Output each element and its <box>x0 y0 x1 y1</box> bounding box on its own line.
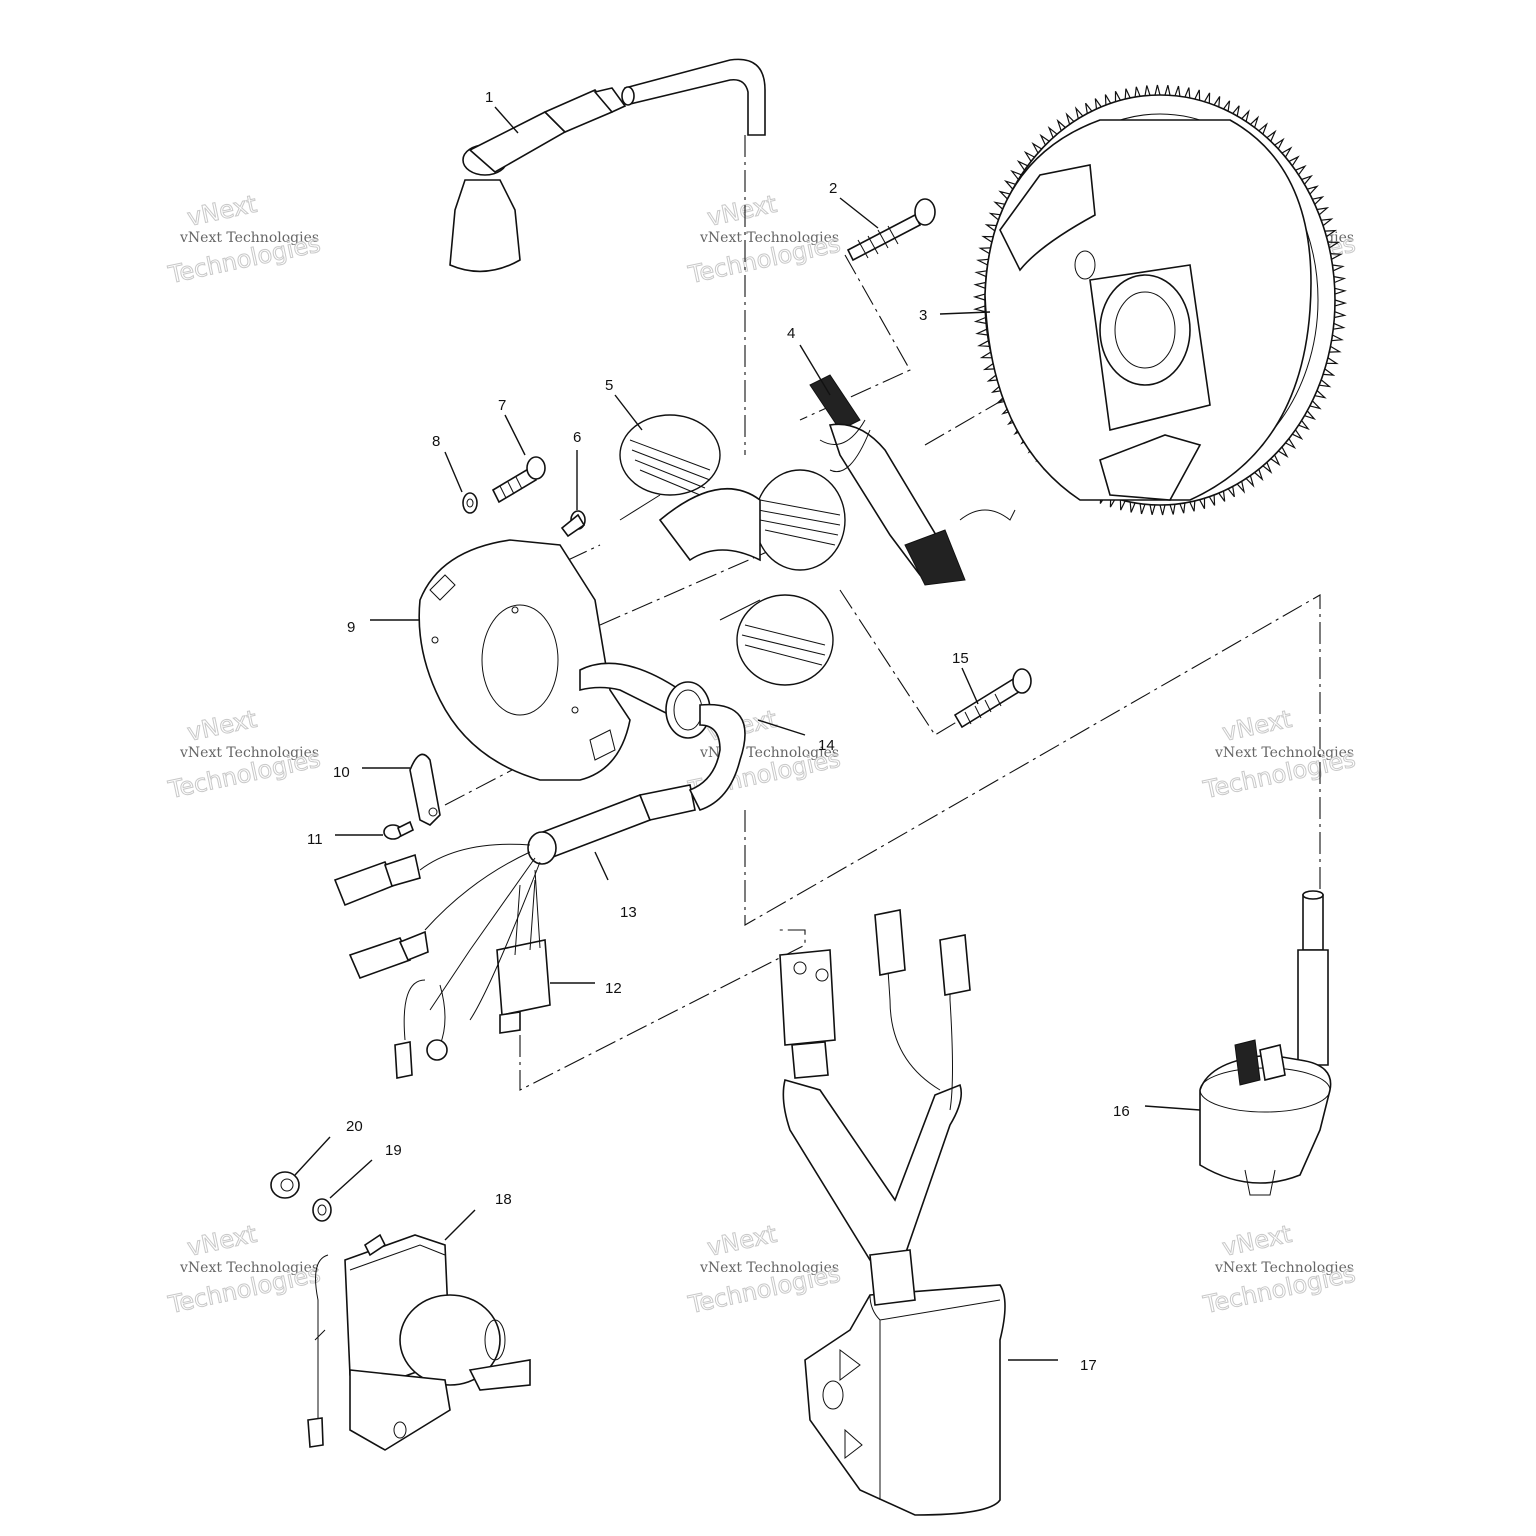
callout-17: 17 <box>1080 1357 1097 1374</box>
screw <box>953 668 1032 729</box>
svg-text:vNext Technologies: vNext Technologies <box>699 230 839 246</box>
svg-text:vNext Technologies: vNext Technologies <box>699 1260 839 1276</box>
watermark: vNext vNext Technologies Technologies <box>685 1219 844 1319</box>
svg-text:vNext Technologies: vNext Technologies <box>1214 745 1354 761</box>
wire-harness <box>333 784 696 1079</box>
callout-12: 12 <box>605 980 622 997</box>
callout-5: 5 <box>605 377 613 394</box>
callout-3: 3 <box>919 307 927 324</box>
watermark: vNext vNext Technologies Technologies <box>685 189 844 289</box>
callout-2: 2 <box>829 180 837 197</box>
starter-solenoid <box>307 1233 531 1451</box>
leader-lines <box>294 106 1201 1361</box>
watermark: vNext vNext Technologies Technologies <box>1200 1219 1359 1319</box>
callout-7: 7 <box>498 397 506 414</box>
screw <box>491 456 546 504</box>
callout-15: 15 <box>952 650 969 667</box>
nut <box>270 1171 300 1199</box>
callout-19: 19 <box>385 1142 402 1159</box>
callout-18: 18 <box>495 1191 512 1208</box>
svg-text:vNext Technologies: vNext Technologies <box>179 230 319 246</box>
trigger-coil <box>809 374 1016 586</box>
callout-8: 8 <box>432 433 440 450</box>
callout-4: 4 <box>787 325 795 342</box>
cdi-box <box>779 909 1006 1516</box>
svg-text:vNext: vNext <box>1220 705 1294 747</box>
callout-6: 6 <box>573 429 581 446</box>
callout-11: 11 <box>307 831 323 848</box>
svg-text:vNext Technologies: vNext Technologies <box>1214 1260 1354 1276</box>
spark-plug-cap <box>449 58 766 273</box>
screw <box>846 198 936 262</box>
callout-9: 9 <box>347 619 355 636</box>
callout-13: 13 <box>620 904 637 921</box>
stator-plate <box>418 539 631 781</box>
svg-text:vNext: vNext <box>185 705 259 747</box>
svg-text:vNext Technologies: vNext Technologies <box>179 1260 319 1276</box>
callout-1: 1 <box>485 89 493 106</box>
svg-text:vNext: vNext <box>1220 1220 1294 1262</box>
watermark: vNext vNext Technologies Technologies <box>165 1219 324 1319</box>
svg-text:vNext: vNext <box>705 1220 779 1262</box>
callout-10: 10 <box>333 764 350 781</box>
screw <box>383 820 415 840</box>
callouts: 1 2 3 4 5 6 7 8 9 10 11 12 13 14 15 16 1… <box>307 89 1130 1374</box>
watermark: vNext vNext Technologies Technologies <box>165 189 324 289</box>
washer <box>462 492 478 514</box>
connector <box>496 869 551 1034</box>
screw <box>560 510 586 538</box>
callout-16: 16 <box>1113 1103 1130 1120</box>
grommet <box>579 662 746 811</box>
watermark: vNext vNext Technologies Technologies <box>165 704 324 804</box>
washer <box>312 1198 332 1222</box>
svg-text:vNext: vNext <box>185 1220 259 1262</box>
svg-text:vNext Technologies: vNext Technologies <box>179 745 319 761</box>
svg-text:vNext: vNext <box>185 190 259 232</box>
clamp <box>409 753 441 826</box>
watermark: vNext vNext Technologies Technologies <box>1200 704 1359 804</box>
callout-14: 14 <box>818 737 835 754</box>
stator <box>619 414 846 686</box>
svg-text:vNext: vNext <box>705 190 779 232</box>
callout-20: 20 <box>346 1118 363 1135</box>
flywheel <box>972 84 1348 516</box>
ignition-coil <box>1199 890 1332 1196</box>
